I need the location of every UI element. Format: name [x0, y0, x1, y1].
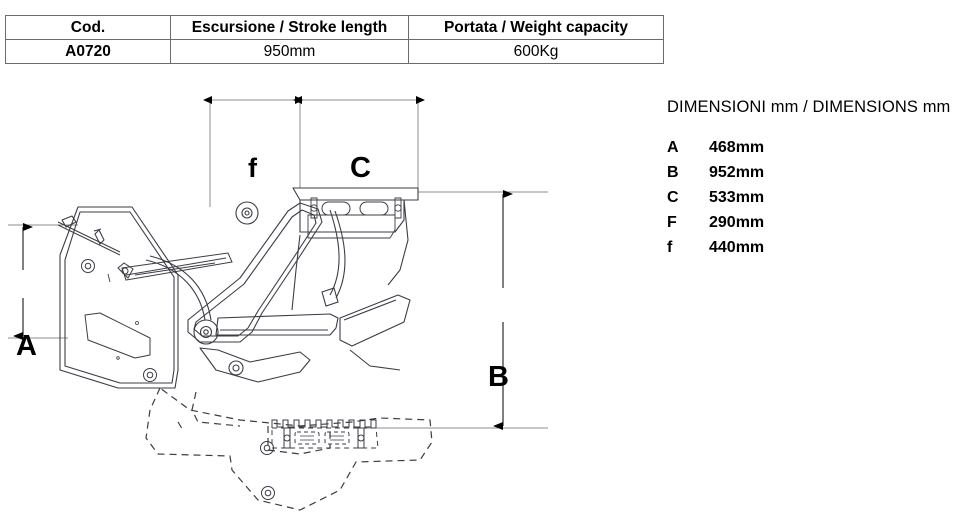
- dimension-label-c: C: [350, 152, 371, 184]
- legend-key: B: [667, 164, 679, 181]
- top-mounting-plate: [291, 187, 419, 311]
- extension-lines-top: [209, 100, 419, 207]
- legend-item-f-upper: F 290mm: [667, 214, 967, 239]
- header-cell-stroke: Escursione / Stroke length: [170, 15, 409, 40]
- legend-value: 440mm: [709, 239, 765, 256]
- technical-drawing: f C A B: [0, 70, 670, 515]
- dimension-label-b: B: [488, 361, 509, 393]
- dimension-line-a: [8, 223, 78, 340]
- machine-body-outline: [57, 206, 179, 389]
- dimension-line-b: [360, 190, 548, 430]
- specification-table: Cod. Escursione / Stroke length Portata …: [5, 15, 664, 64]
- cell-code: A0720: [5, 39, 171, 64]
- attachment-frame-right: [339, 294, 411, 371]
- hydraulic-cylinder: [117, 252, 233, 281]
- cell-weight-capacity: 600Kg: [408, 39, 664, 64]
- legend-value: 290mm: [709, 214, 765, 231]
- cell-stroke-length: 950mm: [170, 39, 409, 64]
- legend-key: f: [667, 239, 673, 256]
- legend-item-b: B 952mm: [667, 164, 967, 189]
- legend-key: C: [667, 189, 679, 206]
- legend-value: 533mm: [709, 189, 765, 206]
- legend-value: 952mm: [709, 164, 765, 181]
- hydraulic-hoses: [145, 209, 346, 321]
- table-header-row: Cod. Escursione / Stroke length Portata …: [5, 15, 664, 40]
- dimension-label-f-lower: f: [248, 153, 257, 183]
- dimensions-legend: DIMENSIONI mm / DIMENSIONS mm A 468mm B …: [667, 98, 967, 264]
- drawing-svg: [8, 96, 548, 511]
- dimension-label-a: A: [16, 330, 37, 362]
- legend-item-c: C 533mm: [667, 189, 967, 214]
- header-cell-code: Cod.: [5, 15, 171, 40]
- lowered-attachment-bar: [260, 419, 379, 500]
- legend-title: DIMENSIONI mm / DIMENSIONS mm: [667, 98, 951, 116]
- legend-item-f-lower: f 440mm: [667, 239, 967, 264]
- lift-arm-linkage: [187, 201, 339, 383]
- legend-item-a: A 468mm: [667, 139, 967, 164]
- legend-key: A: [667, 139, 679, 156]
- header-cell-load: Portata / Weight capacity: [408, 15, 664, 40]
- legend-key: F: [667, 214, 677, 231]
- legend-rows: A 468mm B 952mm C 533mm F 290mm f 440mm: [667, 139, 967, 264]
- legend-value: 468mm: [709, 139, 765, 156]
- lowered-position-outline: [145, 387, 433, 511]
- table-row: A0720 950mm 600Kg: [5, 39, 664, 64]
